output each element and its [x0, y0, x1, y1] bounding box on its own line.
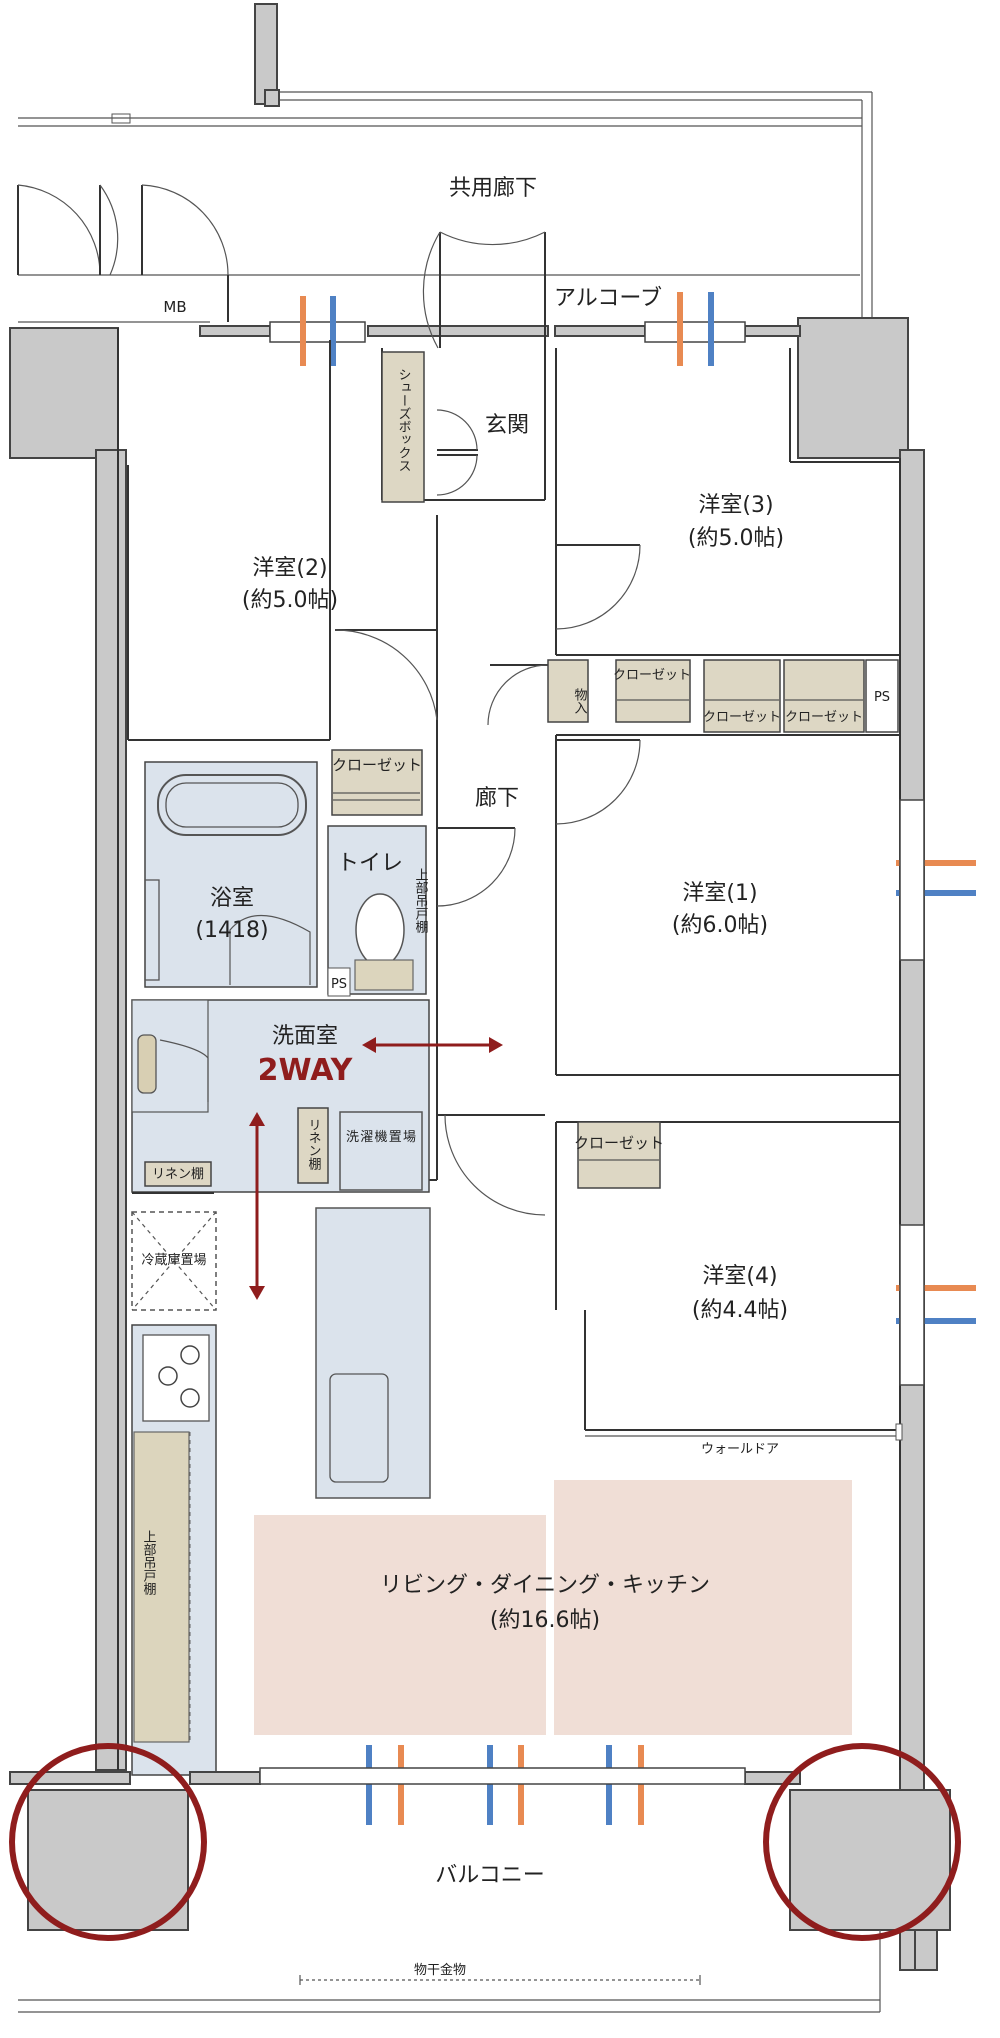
label-balcony: バルコニー: [435, 1863, 545, 1888]
room-ldk-name: リビング・ダイニング・キッチン: [380, 1573, 710, 1598]
labels: 共用廊下 MB アルコーブ 玄関 シューズボックス 洋室(2) (約5.0帖) …: [141, 176, 891, 1978]
right-windows: [899, 799, 925, 1386]
wall-door-line: [585, 1423, 903, 1441]
label-linen-horizontal: リネン棚: [152, 1167, 204, 1182]
label-common-corridor: 共用廊下: [449, 176, 537, 201]
closets: [331, 351, 899, 1189]
room-western1-size: (約6.0帖): [672, 913, 768, 938]
label-hallway: 廊下: [475, 786, 519, 811]
two-way-arrows: [249, 1037, 503, 1300]
room-ldk-size: (約16.6帖): [490, 1608, 600, 1633]
room-western4-name: 洋室(4): [702, 1264, 777, 1289]
label-alcove: アルコーブ: [554, 286, 662, 311]
label-ps-right: PS: [874, 690, 890, 705]
room-western2-size: (約5.0帖): [242, 588, 338, 613]
highlight-circle-right: [763, 1743, 961, 1941]
column-highlights: [9, 1743, 961, 1941]
label-mb: MB: [163, 298, 186, 316]
ldk-floor: [254, 1480, 852, 1735]
label-closet-hall: クローゼット: [613, 668, 691, 683]
room-western4-size: (約4.4帖): [692, 1298, 788, 1323]
highlight-circle-left: [9, 1743, 207, 1941]
top-wall-strip: [199, 321, 801, 343]
label-walk-door: ウォールドア: [701, 1442, 779, 1457]
room-bath-name: 浴室: [210, 886, 254, 911]
label-closet-w4: クローゼット: [574, 1134, 664, 1152]
vent-arrows: [300, 292, 976, 1825]
room-western3-name: 洋室(3): [698, 493, 773, 518]
room-bath-size: (1418): [195, 918, 268, 943]
corridor-area: [17, 3, 873, 323]
balcony-area: [9, 1767, 938, 2013]
label-shoe-box: シューズボックス: [396, 368, 411, 472]
label-closet-w1a: クローゼット: [703, 710, 781, 725]
label-closet-w1b: クローゼット: [785, 710, 863, 725]
label-upper-cabinet-toilet: 上部吊戸棚: [413, 868, 429, 933]
label-laundry-hardware: 物干金物: [414, 1962, 466, 1978]
structural-walls: [9, 317, 951, 1971]
label-closet-w2: クローゼット: [332, 756, 422, 774]
room-western2-name: 洋室(2): [252, 556, 327, 581]
room-western1-name: 洋室(1): [682, 881, 757, 906]
doors: [334, 231, 641, 1216]
label-toilet: トイレ: [337, 851, 403, 876]
label-washer-space: 洗濯機置場: [346, 1130, 416, 1145]
label-upper-cabinet-kitchen: 上部吊戸棚: [141, 1530, 157, 1595]
bathroom-and-toilet: [131, 761, 431, 1499]
room-washroom-name: 洗面室: [272, 1024, 338, 1049]
label-fridge-space: 冷蔵庫置場: [141, 1253, 206, 1268]
kitchen: [131, 1211, 217, 1776]
room-washroom-2way: 2WAY: [258, 1053, 354, 1088]
label-storage: 物入: [572, 688, 588, 714]
label-entrance: 玄関: [485, 413, 529, 438]
room-western3-size: (約5.0帖): [688, 526, 784, 551]
label-linen-vertical: リネン棚: [306, 1118, 322, 1170]
label-ps-toilet: PS: [331, 977, 347, 992]
